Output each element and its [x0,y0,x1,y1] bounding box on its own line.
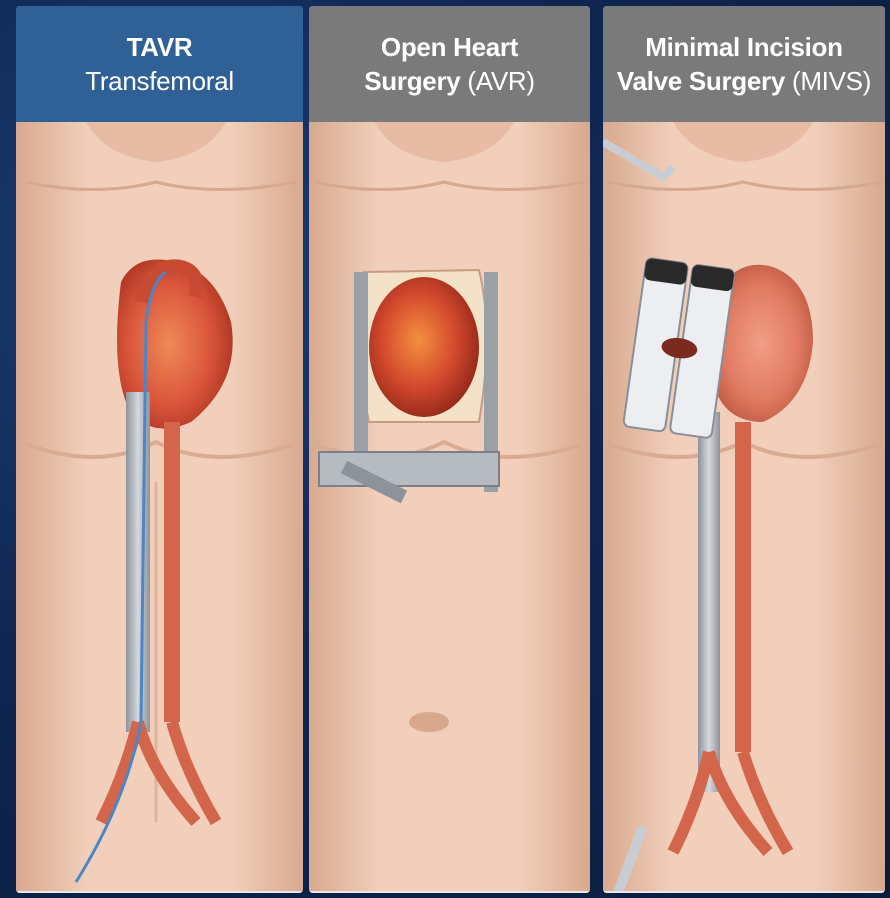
header-abbrev: (MIVS) [792,66,871,96]
panel-tavr: TAVR Transfemoral [16,6,303,893]
navel [409,712,449,732]
descending-aorta-sheath [126,392,150,732]
header-title-line2: Surgery [364,66,460,96]
torso [309,122,590,893]
header-title-line2: Valve Surgery [617,66,785,96]
header-title-line1: Minimal Incision [645,30,842,64]
tavr-illustration [16,122,303,893]
avr-illustration [309,122,590,893]
artery-red [164,422,180,722]
panel-mivs: Minimal Incision Valve Surgery (MIVS) [603,6,885,893]
panel-bottom-edge [16,891,303,893]
header-abbrev: (AVR) [467,66,534,96]
panel-bottom-edge [309,891,590,893]
panel-header-avr: Open Heart Surgery (AVR) [309,6,590,122]
header-title: TAVR [127,30,193,64]
header-title-line1: Open Heart [381,30,518,64]
panel-bottom-edge [603,891,885,893]
header-subtitle: Transfemoral [85,64,234,98]
panel-header-mivs: Minimal Incision Valve Surgery (MIVS) [603,6,885,122]
descending-aorta-sheath [698,412,720,792]
retractor-left-arm [354,272,368,462]
panel-avr: Open Heart Surgery (AVR) [309,6,590,893]
heart [369,277,479,417]
panel-header-tavr: TAVR Transfemoral [16,6,303,122]
mivs-illustration [603,122,885,893]
artery-red [735,422,751,752]
